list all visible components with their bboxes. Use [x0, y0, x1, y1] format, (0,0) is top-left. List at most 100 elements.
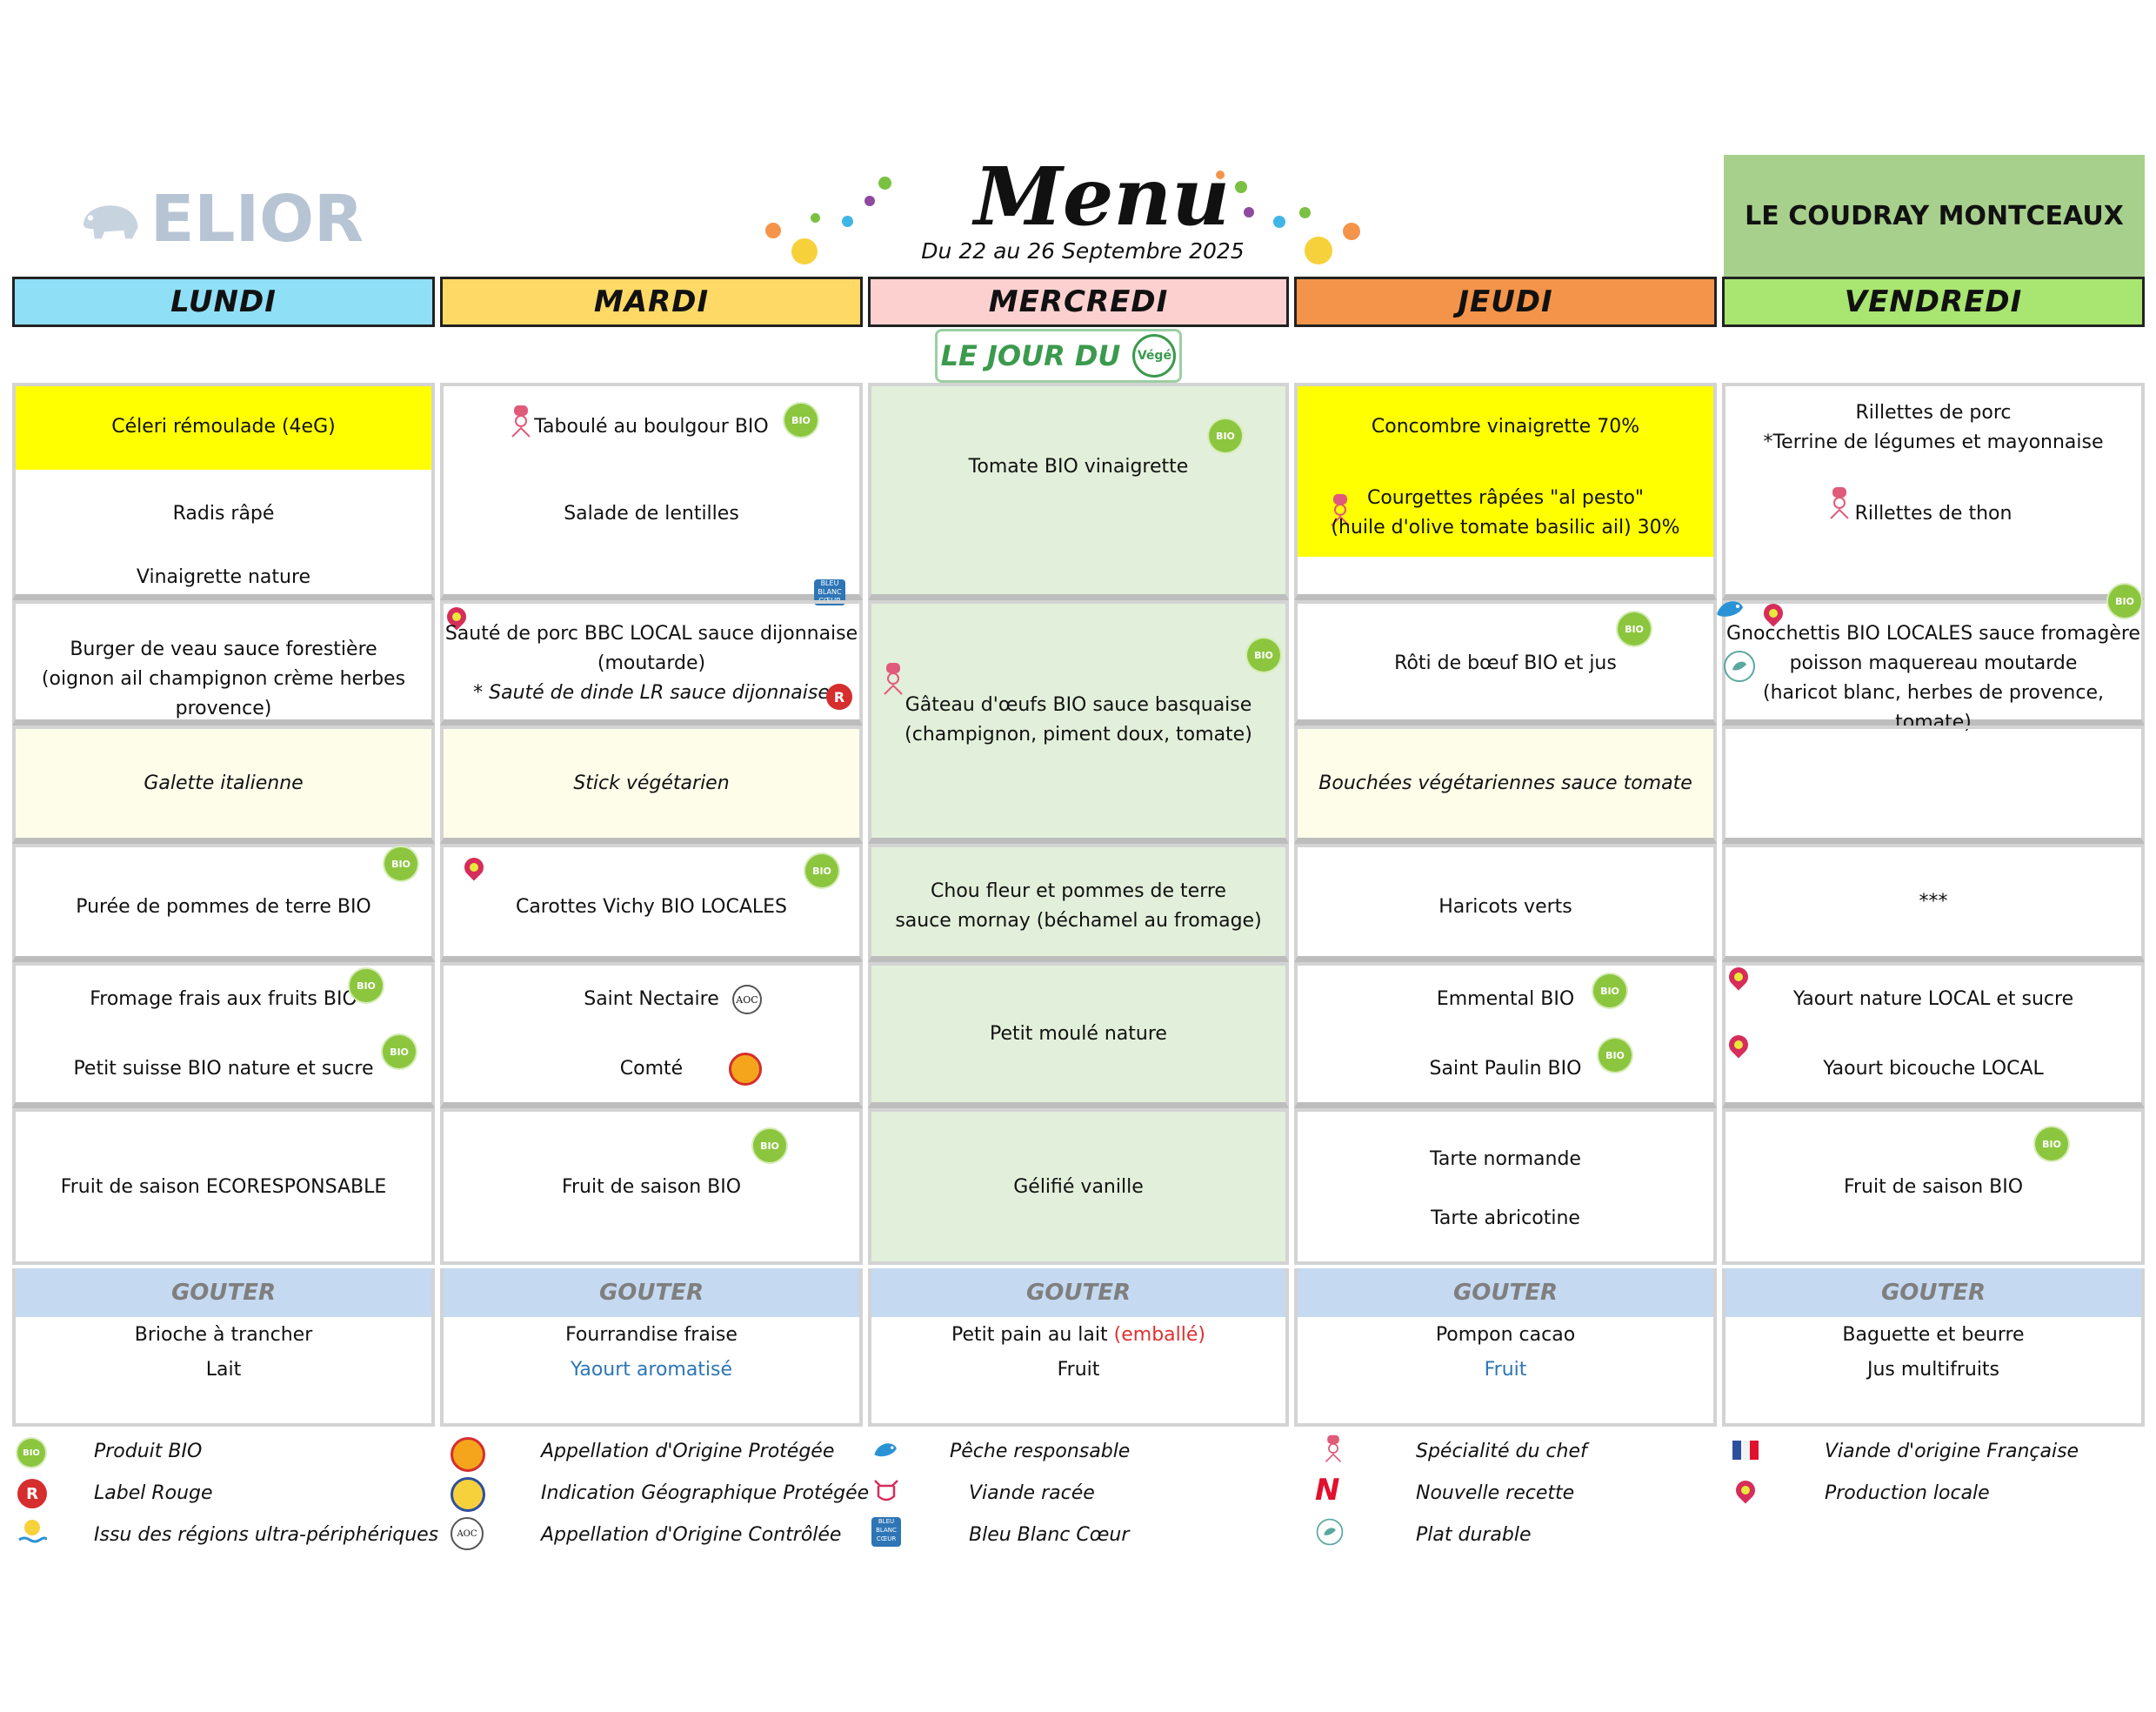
confetti-dot [1273, 216, 1285, 228]
bio-icon: BIO [384, 847, 417, 880]
legend-aoc: Appellation d'Origine Contrôlée [541, 1524, 842, 1546]
mardi-vege-dish: Stick végétarien [573, 772, 730, 794]
mardi-dessert: Fruit de saison BIO [561, 1176, 742, 1198]
mercredi-entree-cell: Tomate BIO vinaigrette BIO [868, 383, 1289, 600]
jeudi-dessert-2: Tarte abricotine [1431, 1207, 1580, 1229]
jeudi-entree-cell: Concombre vinaigrette 70% Courgettes râp… [1294, 383, 1717, 600]
vendredi-dessert-cell: Fruit de saison BIO BIO [1722, 1108, 2145, 1265]
bio-icon: BIO [753, 1129, 786, 1162]
jeudi-garniture: Haricots verts [1438, 896, 1572, 918]
lundi-dessert: Fruit de saison ECORESPONSABLE [60, 1176, 387, 1198]
vendredi-entree-2: *Terrine de légumes et mayonnaise [1763, 431, 2104, 453]
day-header-mardi: MARDI [440, 277, 863, 327]
confetti-dot [1244, 207, 1254, 217]
mardi-gouter-2: Yaourt aromatisé [570, 1359, 733, 1381]
vege-banner-text: LE JOUR DU [940, 339, 1121, 372]
confetti-dot [1343, 223, 1360, 240]
jeudi-gouter-2: Fruit [1484, 1359, 1527, 1381]
mardi-entree-cell: Taboulé au boulgour BIO BIO Salade de le… [440, 383, 863, 605]
mercredi-gouter-1-note: (emballé) [1113, 1324, 1205, 1346]
lundi-garniture: Purée de pommes de terre BIO [76, 896, 371, 918]
vendredi-entree-cell: Rillettes de porc *Terrine de légumes et… [1722, 383, 2145, 600]
mardi-entree-1: Taboulé au boulgour BIO [534, 416, 769, 438]
vendredi-laitage-cell: Yaourt nature LOCAL et sucre Yaourt bico… [1722, 962, 2145, 1108]
mardi-entree-2: Salade de lentilles [564, 503, 739, 525]
jeudi-laitage-1: Emmental BIO [1436, 988, 1575, 1010]
lundi-entree-3: Vinaigrette nature [136, 566, 311, 588]
mardi-garniture: Carottes Vichy BIO LOCALES [515, 896, 788, 918]
bio-icon: BIO [1209, 419, 1242, 452]
mardi-garniture-cell: Carottes Vichy BIO LOCALES BIO [440, 844, 863, 962]
lundi-dessert-cell: Fruit de saison ECORESPONSABLE [12, 1108, 435, 1265]
gouter-header: GOUTER [16, 1268, 431, 1317]
legend-plat-durable: Plat durable [1416, 1524, 1532, 1546]
igp-icon [451, 1477, 485, 1512]
lundi-laitage-1: Fromage frais aux fruits BIO [90, 988, 357, 1010]
bio-icon: BIO [350, 969, 383, 1002]
mercredi-plat-line-1: Gâteau d'œufs BIO sauce basquaise [904, 694, 1252, 716]
bio-icon: BIO [2035, 1127, 2068, 1160]
vendredi-vege-cell [1722, 726, 2145, 844]
legend-igp: Indication Géographique Protégée [541, 1482, 870, 1504]
confetti-dot [864, 196, 875, 206]
mercredi-plat-cell: BIO Gâteau d'œufs BIO sauce basquaise (c… [868, 600, 1289, 844]
legend: BIO Produit BIO R Label Rouge Issu des r… [0, 1427, 2156, 1566]
vege-seal-icon: Végé [1132, 334, 1177, 378]
jeudi-vege-cell: Bouchées végétariennes sauce tomate [1294, 726, 1717, 844]
lundi-gouter-2: Lait [205, 1359, 242, 1381]
mardi-plat-line-1: Sauté de porc BBC LOCAL sauce dijonnaise [444, 623, 858, 645]
confetti-dot [1216, 171, 1225, 179]
legend-specialite-chef: Spécialité du chef [1416, 1441, 1587, 1462]
vendredi-plat-line-3: (haricot blanc, herbes de provence, toma… [1762, 682, 2104, 733]
chef-icon [1830, 487, 1849, 519]
label-rouge-icon: R [17, 1479, 47, 1508]
label-rouge-icon: R [826, 684, 852, 710]
vendredi-gouter-2: Jus multifruits [1866, 1359, 2000, 1381]
day-header-vendredi: VENDREDI [1722, 277, 2145, 327]
lundi-vege-dish: Galette italienne [144, 772, 304, 794]
bio-icon: BIO [2108, 585, 2141, 618]
legend-nouvelle-recette: Nouvelle recette [1416, 1482, 1575, 1504]
school-name: LE COUDRAY MONTCEAUX [1724, 155, 2145, 277]
lundi-laitage-2: Petit suisse BIO nature et sucre [73, 1058, 374, 1080]
mercredi-gouter-cell: GOUTER Petit pain au lait (emballé) Frui… [868, 1268, 1289, 1427]
jeudi-gouter-1: Pompon cacao [1435, 1324, 1576, 1346]
day-header-mercredi: MERCREDI [868, 277, 1289, 327]
legend-peche-responsable: Pêche responsable [950, 1441, 1131, 1462]
mercredi-dessert-cell: Gélifié vanille [868, 1108, 1289, 1265]
vendredi-plat-line-2: poisson maquereau moutarde [1789, 652, 2078, 674]
jeudi-entree-1: Concombre vinaigrette 70% [1371, 416, 1640, 438]
legend-label-rouge: Label Rouge [94, 1482, 213, 1504]
jeudi-laitage-2: Saint Paulin BIO [1429, 1058, 1582, 1080]
jeudi-plat-cell: Rôti de bœuf BIO et jus BIO [1294, 600, 1717, 726]
legend-production-locale: Production locale [1825, 1482, 1990, 1504]
gouter-header: GOUTER [1298, 1268, 1713, 1317]
lundi-entree-1: Céleri rémoulade (4eG) [111, 416, 336, 438]
confetti-dot [791, 238, 818, 264]
lundi-entree-2: Radis râpé [172, 503, 275, 525]
chef-icon [1331, 494, 1350, 526]
confetti-dot [1299, 207, 1311, 218]
vendredi-plat-cell: BIO Gnocchettis BIO LOCALES sauce fromag… [1717, 585, 2145, 733]
vendredi-laitage-1: Yaourt nature LOCAL et sucre [1792, 988, 2074, 1010]
lundi-plat-line-2: (oignon ail champignon crème herbes prov… [41, 668, 406, 719]
fish-icon [874, 1443, 897, 1457]
vege-day-banner: LE JOUR DU Végé [935, 329, 1182, 383]
durable-icon [1724, 651, 1755, 682]
lundi-plat-cell: Burger de veau sauce forestière (oignon … [12, 600, 435, 726]
fish-icon [1717, 601, 1743, 617]
mercredi-gouter-1: Petit pain au lait [951, 1324, 1108, 1346]
confetti-dot [842, 216, 853, 227]
elior-logo: ELIOR [77, 182, 364, 257]
mardi-gouter-1: Fourrandise fraise [565, 1324, 738, 1346]
bison-icon [83, 205, 138, 239]
jeudi-entree-highlight [1298, 386, 1713, 557]
lundi-gouter-1: Brioche à trancher [134, 1324, 313, 1346]
aop-icon [451, 1437, 485, 1472]
mercredi-laitage-cell: Petit moulé nature [868, 962, 1289, 1108]
french-flag-icon [1732, 1441, 1759, 1460]
jeudi-entree-2-line-1: Courgettes râpées "al pesto" [1366, 487, 1645, 509]
legend-viande-francaise: Viande d'origine Française [1825, 1441, 2079, 1462]
jeudi-vege-dish: Bouchées végétariennes sauce tomate [1318, 772, 1692, 794]
jeudi-dessert-cell: Tarte normande Tarte abricotine [1294, 1108, 1717, 1265]
